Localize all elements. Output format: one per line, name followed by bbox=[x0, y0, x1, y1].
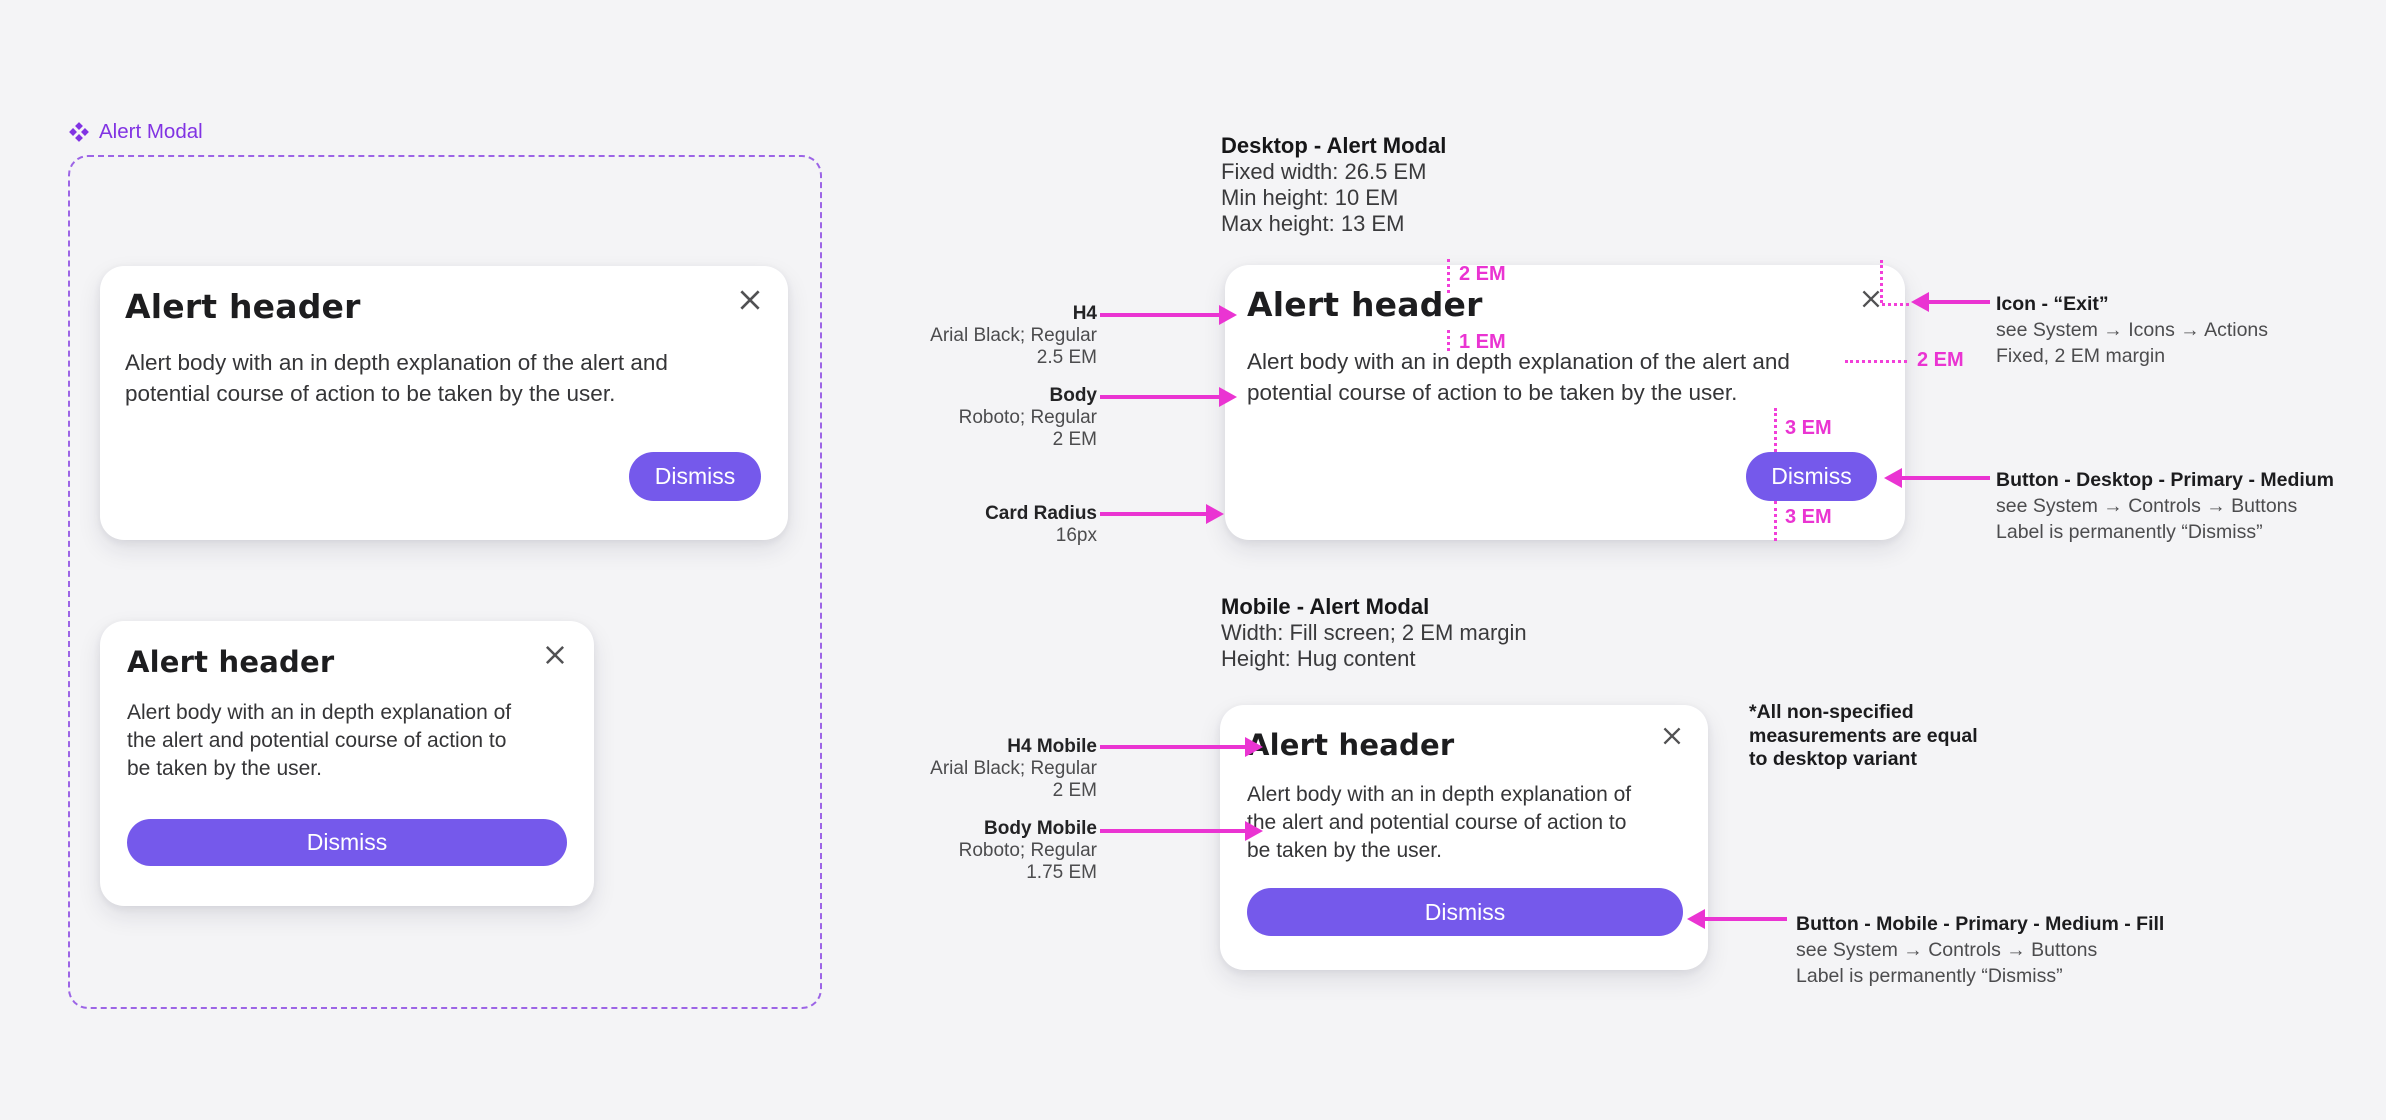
spec-label-title: Body bbox=[1049, 385, 1098, 406]
mobile-spec-heading: Mobile - Alert Modal Width: Fill screen;… bbox=[1221, 594, 1527, 672]
spec-label-h4: H4 Arial Black; Regular 2.5 EM bbox=[930, 303, 1097, 369]
measurement-dotted-line bbox=[1845, 360, 1907, 363]
annotation-arrow bbox=[1100, 504, 1224, 524]
note-line: Label is permanently “Dismiss” bbox=[1996, 521, 2263, 543]
spec-label-body-mobile: Body Mobile Roboto; Regular 1.75 EM bbox=[959, 818, 1097, 884]
measurement-dotted-line bbox=[1882, 303, 1909, 306]
desktop-spec-prop: Min height: 10 EM bbox=[1221, 185, 1399, 210]
component-frame bbox=[68, 155, 822, 1009]
note-title: Button - Mobile - Primary - Medium - Fil… bbox=[1796, 913, 2165, 935]
note-exit-icon: Icon - “Exit” see System → Icons → Actio… bbox=[1996, 291, 2268, 369]
annotation-arrow bbox=[1100, 305, 1237, 325]
note-line: see System → Controls → Buttons bbox=[1996, 495, 2298, 517]
alert-header: Alert header bbox=[1247, 285, 1483, 324]
alert-body-line: potential course of action to be taken b… bbox=[1247, 380, 1738, 405]
annotation-arrow bbox=[1687, 909, 1787, 929]
spec-label-card-radius: Card Radius 16px bbox=[985, 503, 1097, 547]
annotation-arrow bbox=[1100, 737, 1263, 757]
alert-body-line: be taken by the user. bbox=[127, 757, 322, 780]
desktop-spec-prop: Fixed width: 26.5 EM bbox=[1221, 159, 1427, 184]
spec-label-font: Arial Black; Regular bbox=[930, 325, 1097, 346]
alert-body-line: the alert and potential course of action… bbox=[1247, 811, 1627, 834]
spec-label-font: Roboto; Regular bbox=[958, 840, 1097, 861]
alert-body-line: Alert body with an in depth explanation … bbox=[1247, 349, 1790, 374]
measurement-label-header-gap: 1 EM bbox=[1459, 331, 1506, 353]
dismiss-button[interactable]: Dismiss bbox=[1746, 452, 1877, 501]
measurement-label-top-margin: 2 EM bbox=[1459, 263, 1506, 285]
measurement-dotted-line bbox=[1774, 408, 1777, 452]
close-icon[interactable] bbox=[1857, 285, 1885, 313]
dismiss-button[interactable]: Dismiss bbox=[127, 819, 567, 866]
spec-label-h4-mobile: H4 Mobile Arial Black; Regular 2 EM bbox=[930, 736, 1097, 802]
spec-label-size: 16px bbox=[1055, 525, 1097, 546]
close-icon[interactable] bbox=[540, 640, 570, 670]
note-line: Label is permanently “Dismiss” bbox=[1796, 965, 2063, 987]
spec-label-title: Body Mobile bbox=[984, 818, 1097, 839]
component-diamond-icon bbox=[69, 122, 89, 142]
measurement-dotted-line bbox=[1774, 501, 1777, 541]
spec-label-size: 2 EM bbox=[1052, 429, 1097, 450]
note-line: measurements are equal bbox=[1749, 724, 1978, 747]
note-title: Icon - “Exit” bbox=[1996, 293, 2109, 315]
annotation-arrow bbox=[1100, 387, 1237, 407]
note-line: see System → Controls → Buttons bbox=[1796, 939, 2098, 961]
spec-label-title: H4 bbox=[1072, 303, 1097, 324]
mobile-spec-prop: Width: Fill screen; 2 EM margin bbox=[1221, 620, 1527, 645]
measurement-dotted-line bbox=[1447, 330, 1450, 351]
spec-label-title: H4 Mobile bbox=[1007, 736, 1097, 757]
note-line: Fixed, 2 EM margin bbox=[1996, 345, 2166, 367]
alert-body-line: Alert body with an in depth explanation … bbox=[125, 350, 668, 375]
annotation-arrow bbox=[1884, 468, 1990, 488]
component-label-text: Alert Modal bbox=[99, 120, 203, 143]
mobile-spec-card: Alert header Alert body with an in depth… bbox=[1220, 705, 1708, 970]
spec-label-body: Body Roboto; Regular 2 EM bbox=[959, 385, 1097, 451]
dismiss-button[interactable]: Dismiss bbox=[629, 452, 761, 501]
annotation-arrow bbox=[1911, 292, 1990, 312]
spec-label-title: Card Radius bbox=[985, 503, 1097, 524]
desktop-spec-title: Desktop - Alert Modal bbox=[1221, 133, 1447, 158]
measurement-label-right-margin: 2 EM bbox=[1917, 349, 1964, 371]
annotation-arrow bbox=[1100, 821, 1263, 841]
note-title: Button - Desktop - Primary - Medium bbox=[1996, 469, 2335, 491]
close-icon[interactable] bbox=[734, 284, 766, 316]
spec-label-size: 1.75 EM bbox=[1026, 862, 1097, 883]
spec-label-font: Arial Black; Regular bbox=[930, 758, 1097, 779]
mobile-demo-card: Alert header Alert body with an in depth… bbox=[100, 621, 594, 906]
note-line: *All non-specified bbox=[1749, 701, 1914, 723]
alert-header: Alert header bbox=[1247, 728, 1455, 762]
note-line: see System → Icons → Actions bbox=[1996, 319, 2269, 341]
spec-label-size: 2.5 EM bbox=[1036, 347, 1097, 368]
alert-header: Alert header bbox=[125, 287, 361, 326]
alert-body-line: potential course of action to be taken b… bbox=[125, 381, 616, 406]
measurement-dotted-line bbox=[1447, 259, 1450, 293]
measurement-label-below-button: 3 EM bbox=[1785, 506, 1832, 528]
component-label[interactable]: Alert Modal bbox=[68, 120, 203, 144]
note-line: to desktop variant bbox=[1749, 748, 1917, 770]
alert-header: Alert header bbox=[127, 645, 335, 679]
spec-label-font: Roboto; Regular bbox=[958, 407, 1097, 428]
mobile-spec-prop: Height: Hug content bbox=[1221, 646, 1416, 671]
note-desktop-button: Button - Desktop - Primary - Medium see … bbox=[1996, 467, 2334, 545]
close-icon[interactable] bbox=[1658, 722, 1686, 750]
dismiss-button[interactable]: Dismiss bbox=[1247, 888, 1683, 936]
alert-body-line: Alert body with an in depth explanation … bbox=[1247, 783, 1632, 806]
spec-label-size: 2 EM bbox=[1052, 780, 1097, 801]
desktop-spec-heading: Desktop - Alert Modal Fixed width: 26.5 … bbox=[1221, 133, 1446, 237]
note-non-specified: *All non-specified measurements are equa… bbox=[1749, 701, 1978, 772]
mobile-spec-title: Mobile - Alert Modal bbox=[1221, 594, 1430, 619]
alert-body-line: Alert body with an in depth explanation … bbox=[127, 701, 512, 724]
alert-body-line: the alert and potential course of action… bbox=[127, 729, 507, 752]
note-mobile-button: Button - Mobile - Primary - Medium - Fil… bbox=[1796, 911, 2164, 989]
desktop-spec-card: Alert header Alert body with an in depth… bbox=[1225, 265, 1905, 540]
measurement-dotted-line bbox=[1880, 260, 1883, 303]
desktop-spec-prop: Max height: 13 EM bbox=[1221, 211, 1405, 236]
measurement-label-above-button: 3 EM bbox=[1785, 417, 1832, 439]
alert-body-line: be taken by the user. bbox=[1247, 839, 1442, 862]
desktop-demo-card: Alert header Alert body with an in depth… bbox=[100, 266, 788, 540]
